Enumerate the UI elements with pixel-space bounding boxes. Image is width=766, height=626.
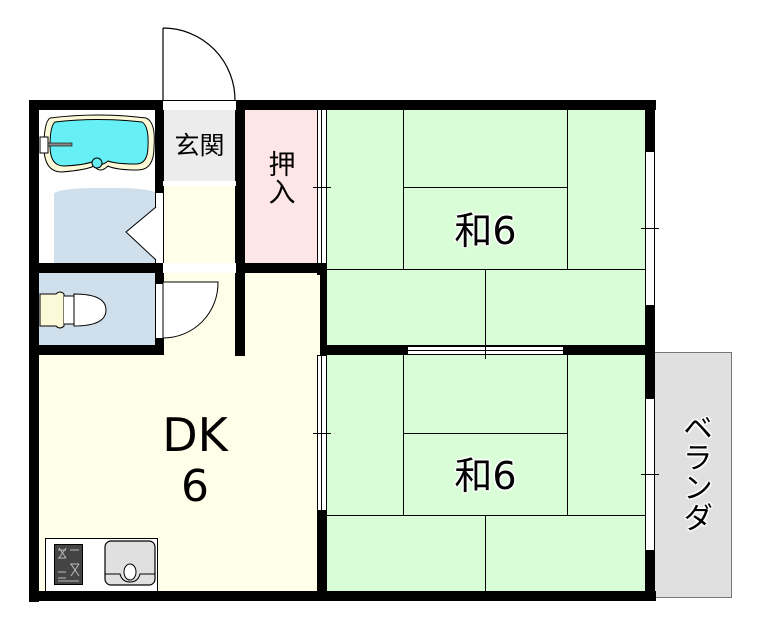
oshiire-label-2: 入 [268,178,296,209]
wall-stub [235,263,245,356]
dk-north-opening [317,275,320,355]
wall-toilet-bottom [29,345,164,355]
hall-step [163,263,236,273]
wall-oshiire-bottom [235,263,327,273]
veranda-floor [654,352,732,598]
wall-bath-genkan [155,100,164,272]
washitsu-south-floor [326,355,646,593]
wall-washroom-bottom [29,263,164,273]
veranda-label: ベランダ [677,412,712,532]
washitsu-south-label: 和6 [454,454,517,498]
genkan-label: 玄関 [174,131,225,160]
oshiire-floor [244,108,320,265]
washitsu-north-label: 和6 [454,209,517,253]
toilet-door-icon [162,281,219,339]
washroom-door-icon [125,206,157,261]
genkan-floor [163,108,236,182]
washitsu-north-floor [326,108,646,348]
wall-top-left [29,100,163,110]
sink-icon [104,540,156,586]
dk-label-1: DK [162,408,228,462]
hallway-floor [163,186,236,265]
dk-label-2: 6 [181,461,209,512]
wall-bottom [29,591,656,601]
oshiire-label-1: 押 [268,150,296,181]
entrance-threshold [163,100,236,110]
wall-top-right [236,100,656,110]
genkan-step [163,181,236,186]
toilet-icon [39,291,107,329]
oshiire-sliding-door[interactable] [317,110,327,263]
wall-genkan-oshiire [235,100,245,272]
stove-icon [54,544,83,585]
bathtub-icon [39,114,155,173]
entrance-door-icon [162,27,236,102]
